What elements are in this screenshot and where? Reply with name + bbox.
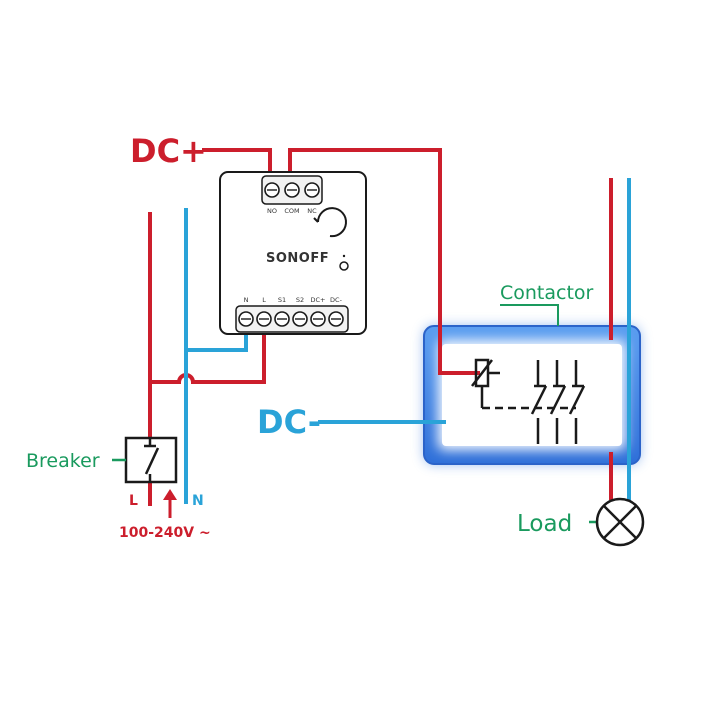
label-contactor: Contactor (500, 282, 594, 304)
breaker (112, 436, 178, 484)
label-voltage: 100-240V ~ (119, 525, 211, 541)
wire-dc-plus-lead (202, 148, 272, 178)
terminal-label-l: L (262, 296, 266, 304)
contact-2 (549, 360, 567, 444)
bottom-terminal-screws (238, 311, 344, 327)
supply-arrow (163, 489, 177, 518)
load-lamp (589, 497, 645, 547)
wire-n-to-module (186, 330, 248, 352)
label-neutral: N (192, 493, 204, 509)
terminal-label-com: COM (284, 207, 299, 215)
label-dc-minus: DC- (257, 403, 321, 441)
terminal-label-s2: S2 (296, 296, 304, 304)
antenna-hook (317, 207, 347, 238)
terminal-label-no: NO (267, 207, 277, 215)
label-breaker: Breaker (26, 450, 100, 472)
label-live: L (129, 493, 138, 509)
contact-3 (568, 360, 586, 444)
brand-logo: SONOFF (266, 251, 329, 266)
terminal-label-n: N (244, 296, 249, 304)
contact-1 (530, 360, 548, 444)
contactor-label-lead (500, 304, 559, 326)
sonoff-module: NO COM NC SONOFF N L S1 S2 DC+ DC- (219, 171, 367, 335)
wire-com-to-contactor (288, 148, 480, 375)
contactor-internals (471, 358, 586, 444)
terminal-label-s1: S1 (278, 296, 286, 304)
label-dc-plus: DC+ (130, 132, 207, 170)
label-load: Load (517, 511, 572, 537)
terminal-label-dc-minus: DC- (330, 296, 343, 304)
terminal-label-nc: NC (307, 207, 317, 215)
blue-wires (184, 178, 631, 504)
contactor (423, 325, 641, 465)
pair-button (339, 261, 349, 271)
terminal-label-dc-plus: DC+ (311, 296, 326, 304)
